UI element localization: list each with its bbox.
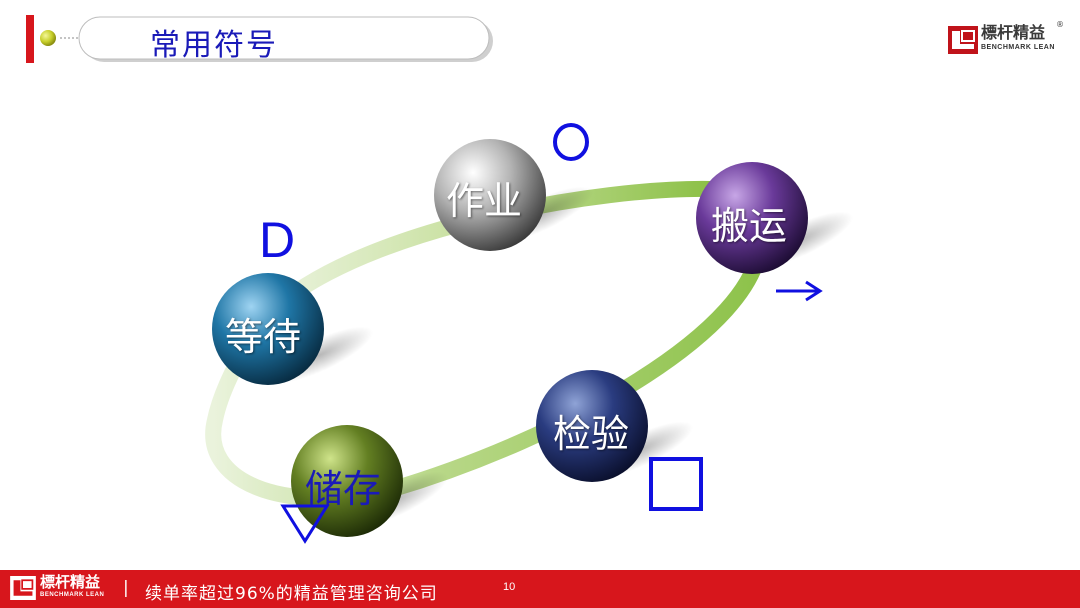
footer-bar	[0, 570, 1080, 608]
node-transport-sphere	[696, 162, 808, 274]
node-storage-label: 储存	[305, 467, 382, 511]
footer-separator: |	[123, 578, 130, 598]
node-transport-label: 搬运	[711, 204, 788, 248]
footer-logo-icon	[10, 576, 36, 600]
node-delay-label: 等待	[225, 315, 302, 359]
title-bullet-icon	[40, 30, 56, 46]
header-red-bar	[26, 15, 34, 63]
title-banner	[40, 16, 493, 62]
footer-tagline: 续单率超过96%的精益管理咨询公司	[145, 584, 438, 604]
triangle-symbol-icon	[280, 504, 330, 544]
footer-logo-en: BENCHMARK LEAN	[40, 592, 105, 598]
node-inspection-sphere	[536, 370, 648, 482]
circle-symbol-icon	[553, 123, 589, 161]
arrow-symbol-icon	[776, 280, 823, 302]
page-title: 常用符号	[150, 28, 278, 63]
node-operation-sphere	[434, 139, 546, 251]
flow-diagram	[205, 123, 853, 544]
node-inspection-label: 检验	[553, 412, 630, 456]
delay-symbol-icon: D	[259, 212, 296, 268]
node-storage-sphere	[291, 425, 403, 537]
header-logo: 標杆精益 ® BENCHMARK LEAN	[948, 20, 1070, 58]
node-delay-sphere	[212, 273, 324, 385]
header-logo-cn: 標杆精益	[981, 23, 1046, 42]
header-logo-mark: ®	[1056, 20, 1064, 29]
square-symbol-icon	[649, 457, 703, 511]
page-number: 10	[503, 581, 516, 593]
benchmark-logo-icon	[948, 26, 978, 54]
footer-logo: 標杆精益 BENCHMARK LEAN	[10, 574, 125, 604]
node-operation-label: 作业	[446, 179, 523, 223]
header-logo-en: BENCHMARK LEAN	[981, 44, 1055, 51]
footer-logo-cn: 標杆精益	[40, 573, 101, 591]
